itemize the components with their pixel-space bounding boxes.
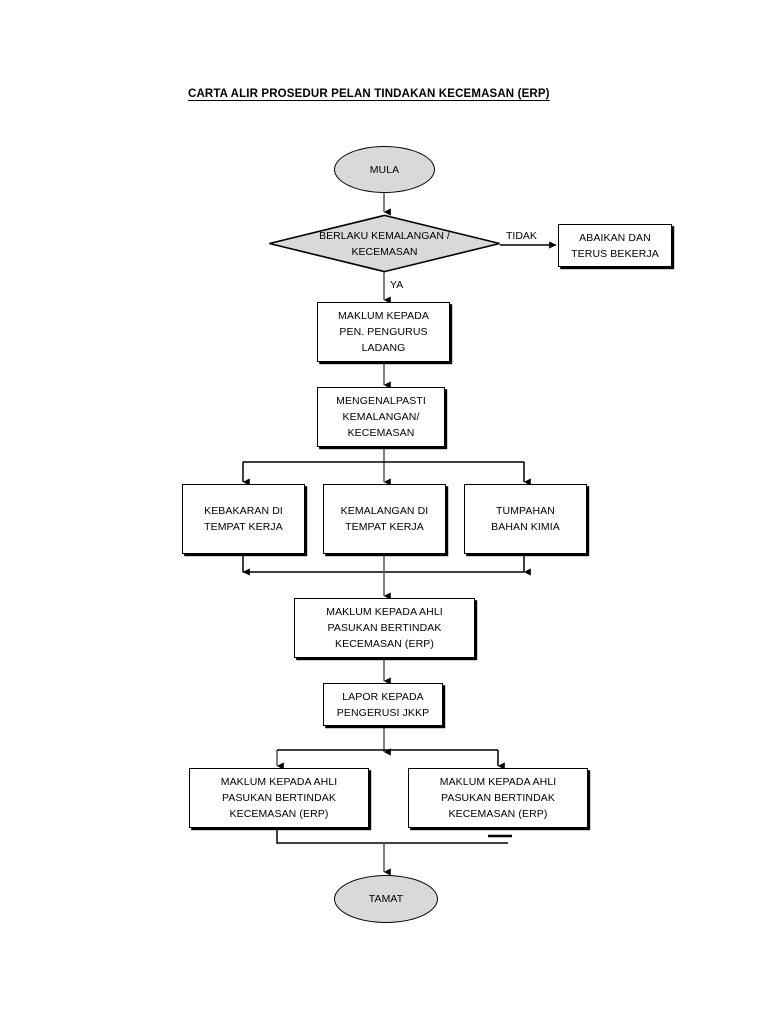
node-inform-erp-right-line3: KECEMASAN (ERP) [448,808,548,820]
node-inform-erp-line1: MAKLUM KEPADA AHLI [326,606,443,618]
node-maklum-pen-pengurus-ladang[interactable]: MAKLUM KEPADA PEN. PENGURUS LADANG [317,302,450,362]
node-inform-erp-left-line2: PASUKAN BERTINDAK [222,792,336,804]
node-abaikan-terus-bekerja[interactable]: ABAIKAN DAN TERUS BEKERJA [558,224,672,267]
node-inform-erp-line2: PASUKAN BERTINDAK [327,622,442,634]
node-inform-manager-line1: MAKLUM KEPADA [338,310,429,322]
node-mengenalpasti-kemalangan-kecemasan[interactable]: MENGENALPASTI KEMALANGAN/ KECEMASAN [317,387,445,447]
node-report-jkkp-line1: LAPOR KEPADA [342,690,424,703]
node-tumpahan-bahan-kimia[interactable]: TUMPAHAN BAHAN KIMIA [464,484,587,554]
edge-label-ya: YA [390,279,404,291]
edge-label-tidak: TIDAK [506,230,537,242]
node-case-spill-line2: BAHAN KIMIA [491,521,560,533]
node-case-accident-line2: TEMPAT KERJA [345,521,424,533]
node-inform-manager-line3: LADANG [361,342,406,354]
node-inform-erp-right-line1: MAKLUM KEPADA AHLI [439,776,557,788]
node-inform-erp-left-line1: MAKLUM KEPADA AHLI [220,776,338,788]
node-inform-erp-line3: KECEMASAN (ERP) [335,638,434,650]
node-inform-erp-right-line2: PASUKAN BERTINDAK [441,792,555,804]
merge-bar-bottom [276,828,508,844]
node-maklum-ahli-pasukan-erp[interactable]: MAKLUM KEPADA AHLI PASUKAN BERTINDAK KEC… [294,598,475,658]
node-start[interactable]: MULA [334,146,435,193]
node-inform-manager-line2: PEN. PENGURUS [339,326,428,338]
node-maklum-ahli-pasukan-erp-right[interactable]: MAKLUM KEPADA AHLI PASUKAN BERTINDAK KEC… [408,768,588,828]
node-decision[interactable]: BERLAKU KEMALANGAN / KECEMASAN [268,214,501,273]
node-identify-line2: KEMALANGAN/ [342,411,420,423]
node-identify-line3: KECEMASAN [347,427,415,439]
node-case-fire-line1: KEBAKARAN DI [204,505,283,517]
node-abaikan-line2: TERUS BEKERJA [571,247,659,260]
node-inform-erp-left-line3: KECEMASAN (ERP) [229,808,329,820]
node-maklum-ahli-pasukan-erp-left[interactable]: MAKLUM KEPADA AHLI PASUKAN BERTINDAK KEC… [189,768,369,828]
node-identify-line1: MENGENALPASTI [336,395,426,407]
node-abaikan-line1: ABAIKAN DAN [579,231,651,244]
node-lapor-pengerusi-jkkp[interactable]: LAPOR KEPADA PENGERUSI JKKP [323,683,443,726]
node-end-label: TAMAT [368,893,404,905]
page-title: CARTA ALIR PROSEDUR PELAN TINDAKAN KECEM… [188,88,550,100]
node-case-spill-line1: TUMPAHAN [496,505,555,517]
node-kebakaran-di-tempat-kerja[interactable]: KEBAKARAN DI TEMPAT KERJA [182,484,305,554]
node-report-jkkp-line2: PENGERUSI JKKP [336,706,430,719]
node-end[interactable]: TAMAT [334,875,438,923]
node-kemalangan-di-tempat-kerja[interactable]: KEMALANGAN DI TEMPAT KERJA [323,484,446,554]
node-start-label: MULA [369,163,400,176]
node-case-fire-line2: TEMPAT KERJA [204,521,283,533]
node-case-accident-line1: KEMALANGAN DI [340,505,429,517]
